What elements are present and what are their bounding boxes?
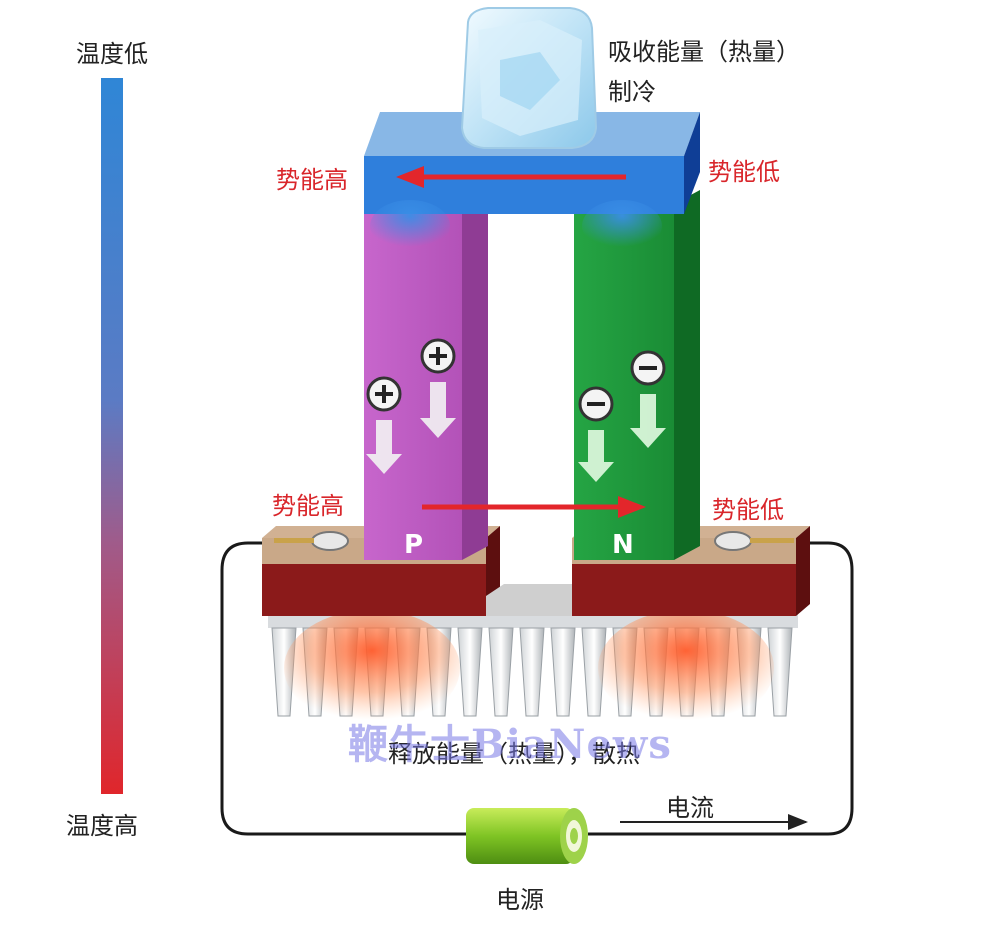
circuit-wire	[220, 541, 854, 836]
top-potential-low-label: 势能低	[708, 158, 780, 186]
terminal-right	[714, 531, 752, 551]
release-energy-label: 释放能量（热量），散热	[388, 740, 640, 768]
temperature-high-label: 温度高	[66, 812, 138, 840]
temperature-gradient-bar	[101, 78, 123, 794]
center-gap-block	[486, 584, 572, 616]
plus-charge-icon	[420, 338, 456, 438]
ice-cube-icon	[460, 7, 598, 149]
heat-glow-right	[598, 610, 774, 726]
watermark: 鞭牛士BiaNews	[348, 721, 672, 768]
terminal-wire-right	[750, 538, 794, 543]
terminal-left	[311, 531, 349, 551]
minus-charge-icon	[578, 386, 614, 482]
top-potential-high-label: 势能高	[276, 166, 348, 194]
cool-glow-right	[582, 200, 662, 252]
temperature-low-label: 温度低	[76, 40, 148, 68]
p-type-label: P	[404, 530, 424, 560]
heat-sink-fin	[767, 627, 793, 717]
heat-sink-fin	[457, 627, 483, 717]
bottom-current-arrow	[422, 496, 646, 518]
current-label: 电流	[666, 794, 714, 822]
power-source-label: 电源	[496, 886, 544, 914]
bottom-potential-high-label: 势能高	[272, 492, 344, 520]
cool-glow-left	[370, 200, 450, 252]
absorb-energy-label: 吸收能量（热量）	[608, 38, 800, 66]
plus-charge-icon	[366, 376, 402, 474]
heat-sink-fin	[581, 627, 607, 717]
top-current-arrow	[396, 166, 626, 188]
bottom-potential-low-label: 势能低	[712, 496, 784, 524]
heat-sink-fin	[550, 627, 576, 717]
cooling-label: 制冷	[608, 78, 656, 106]
heat-glow-left	[284, 610, 460, 726]
heat-sink-fin	[519, 627, 545, 717]
heat-sink-fin	[488, 627, 514, 717]
n-type-label: N	[612, 530, 634, 560]
minus-charge-icon	[630, 350, 666, 448]
battery-icon	[466, 808, 588, 864]
terminal-wire-left	[274, 538, 314, 543]
